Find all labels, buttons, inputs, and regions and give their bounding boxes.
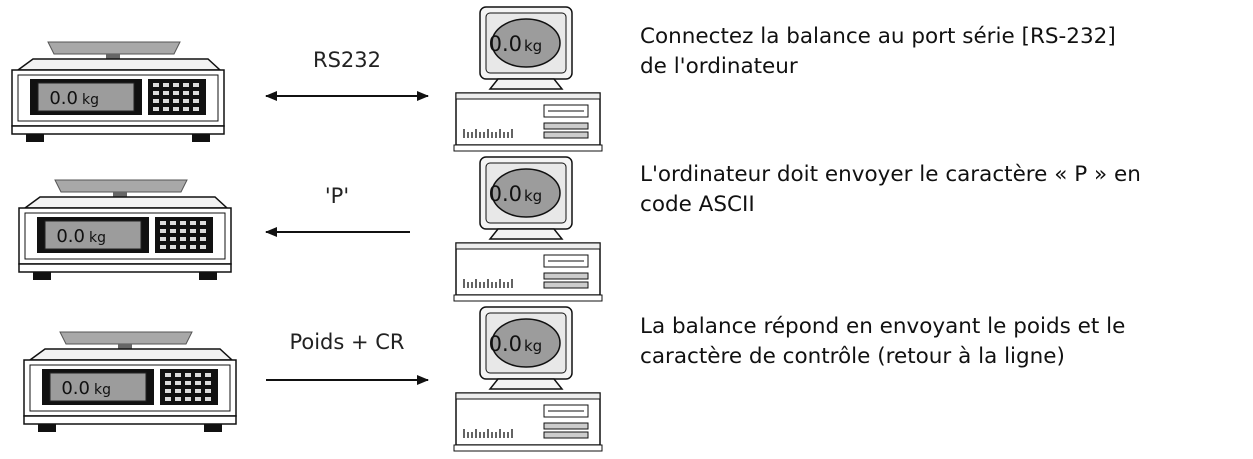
monitor-display-unit: kg — [524, 187, 542, 205]
arrow-label-p-character: 'P' — [324, 184, 350, 208]
monitor-display-value: 0.0 — [489, 32, 522, 56]
scale-display-value: 0.0 — [61, 378, 90, 399]
right-arrow-icon — [266, 375, 429, 385]
monitor-display-unit: kg — [524, 37, 542, 55]
desktop-computer-icon: 0.0 kg — [448, 5, 608, 155]
desktop-computer-icon: 0.0 kg — [448, 305, 608, 455]
monitor-display-unit: kg — [524, 337, 542, 355]
arrow-label-poids-cr: Poids + CR — [289, 330, 405, 354]
monitor-display-value: 0.0 — [489, 182, 522, 206]
scale-display-value: 0.0 — [56, 226, 85, 247]
step-1-description-line1: Connectez la balance au port série [RS-2… — [640, 24, 1116, 49]
scale-display-unit: kg — [89, 230, 106, 246]
bidirectional-arrow-icon — [265, 91, 429, 101]
step-2-description: L'ordinateur doit envoyer le caractère «… — [640, 160, 1252, 220]
step-1-description-line2: de l'ordinateur — [640, 54, 798, 79]
weighing-scale-icon: 0.0 kg — [15, 178, 245, 288]
step-2-description-line1: L'ordinateur doit envoyer le caractère «… — [640, 162, 1141, 187]
scale-display-unit: kg — [82, 92, 99, 108]
desktop-computer-icon: 0.0 kg — [448, 155, 608, 305]
step-2-description-line2: code ASCII — [640, 192, 755, 217]
scale-display-unit: kg — [94, 382, 111, 398]
step-3-description: La balance répond en envoyant le poids e… — [640, 312, 1252, 372]
arrow-label-rs232: RS232 — [312, 48, 381, 72]
weighing-scale-icon: 0.0 kg — [8, 40, 238, 150]
weighing-scale-icon: 0.0 kg — [20, 330, 250, 440]
scale-display-value: 0.0 — [49, 88, 78, 109]
step-1-description: Connectez la balance au port série [RS-2… — [640, 22, 1252, 82]
step-3-description-line2: caractère de contrôle (retour à la ligne… — [640, 344, 1065, 369]
monitor-display-value: 0.0 — [489, 332, 522, 356]
step-3-description-line1: La balance répond en envoyant le poids e… — [640, 314, 1126, 339]
left-arrow-icon — [265, 227, 410, 237]
